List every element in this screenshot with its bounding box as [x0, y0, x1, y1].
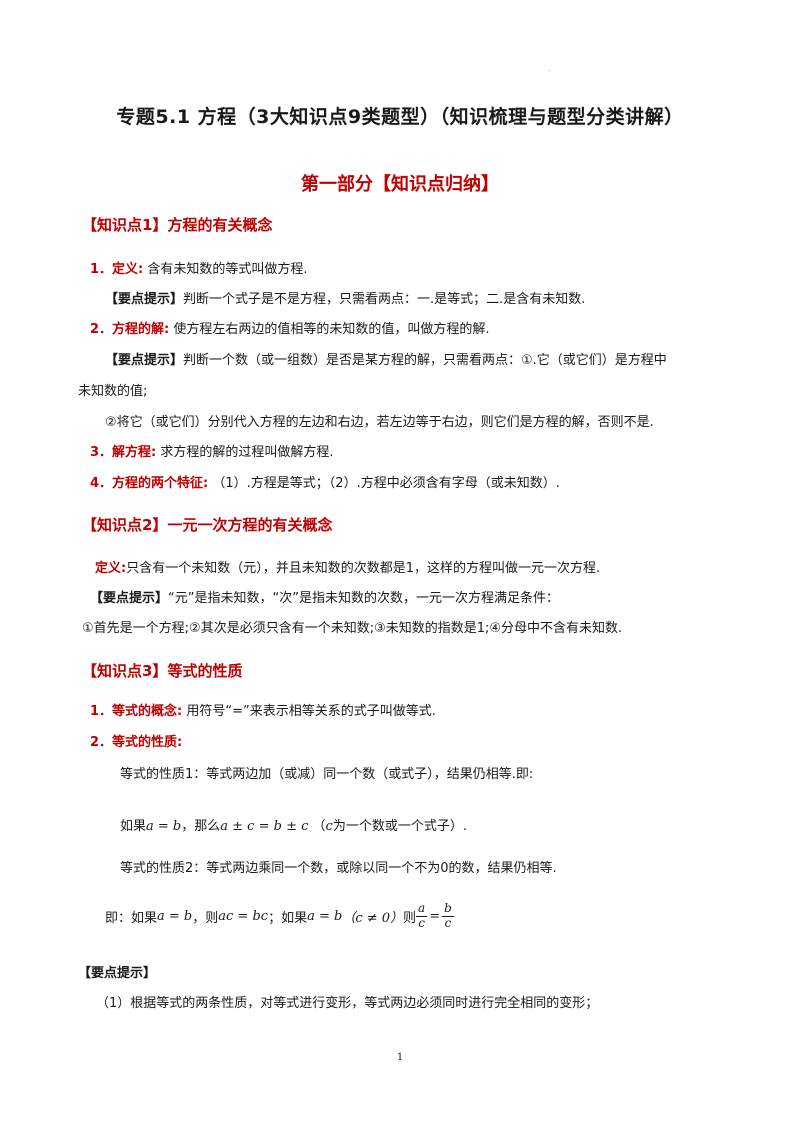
page-number: 1 [396, 1052, 404, 1063]
kp1-item4: 4．方程的两个特征: （1）.方程是等式；（2）.方程中必须含有字母（或未知数）… [90, 472, 560, 491]
kp3-prop2-ji: 即：如果 [105, 910, 158, 926]
kp3-prop1-eq2: a ± c = b ± c [220, 819, 309, 834]
kp3-prop1-note: 为一个数或一个式子）. [332, 819, 467, 834]
kp2-definition: 定义:只含有一个未知数（元），并且未知数的次数都是1，这样的方程叫做一元一次方程… [95, 557, 600, 576]
kp1-item2: 2．方程的解: 使方程左右两边的值相等的未知数的值，叫做方程的解. [90, 318, 490, 337]
kp3-prop1-if: 如果 [120, 819, 147, 834]
kp1-tip2-text: 判断一个数（或一组数）是否是某方程的解，只需看两点：①.它（或它们）是方程中 [183, 353, 667, 368]
kp1-item3-label: 3．解方程: [90, 445, 157, 460]
kp1-tip1-label: 【要点提示】 [105, 292, 184, 307]
decor-dot: . [548, 64, 551, 73]
kp1-item4-text: （1）.方程是等式；（2）.方程中必须含有字母（或未知数）. [212, 476, 560, 491]
kp3-prop1-note-open: （ [312, 819, 326, 834]
kp1-tip2-label: 【要点提示】 [105, 353, 184, 368]
kp3-prop2-eq2: ac = bc [218, 908, 269, 924]
kp3-tip-label: 【要点提示】 [78, 966, 157, 981]
kp1-tip1: 【要点提示】判断一个式子是不是方程，只需看两点：一.是等式；二.是含有未知数. [105, 288, 585, 307]
kp3-prop2-eq1: a = b [157, 908, 193, 924]
kp1-heading: 【知识点1】方程的有关概念 [82, 216, 273, 234]
kp3-prop2: 等式的性质2：等式两边乘同一个数，或除以同一个不为0的数，结果仍相等. [120, 861, 557, 876]
kp3-prop2-cond: （c ≠ 0） [342, 910, 404, 926]
kp1-item4-label: 4．方程的两个特征: [90, 476, 209, 491]
kp1-item1-label: 1．定义: [90, 262, 144, 277]
kp3-prop1-then: ，那么 [181, 819, 221, 834]
kp2-def-label: 定义: [95, 561, 127, 576]
kp3-prop2-eq3: a = b [307, 908, 343, 924]
kp3-prop1: 等式的性质1：等式两边加（或减）同一个数（或式子），结果仍相等.即: [120, 767, 534, 782]
kp3-item1: 1．等式的概念: 用符号“=”来表示相等关系的式子叫做等式. [90, 700, 436, 719]
kp3-item2-label: 2．等式的性质: [90, 735, 183, 750]
fraction-equals: = [429, 908, 441, 924]
kp1-tip2-cont: 未知数的值; [78, 384, 148, 399]
kp1-item3-text: 求方程的解的过程叫做解方程. [160, 445, 334, 460]
kp3-prop2-then2: 则 [403, 910, 417, 926]
kp2-tip-text: “元”是指未知数，“次”是指未知数的次数，一元一次方程满足条件： [168, 591, 559, 606]
kp3-prop2-semi: ；如果 [268, 910, 308, 926]
kp2-tip-label: 【要点提示】 [90, 591, 169, 606]
kp2-tip: 【要点提示】“元”是指未知数，“次”是指未知数的次数，一元一次方程满足条件： [90, 587, 559, 606]
kp2-def-text: 只含有一个未知数（元），并且未知数的次数都是1，这样的方程叫做一元一次方程. [126, 561, 601, 576]
kp3-item1-label: 1．等式的概念: [90, 704, 183, 719]
kp1-tip1-text: 判断一个式子是不是方程，只需看两点：一.是等式；二.是含有未知数. [183, 292, 586, 307]
document-title: 专题5.1 方程（3大知识点9类题型）（知识梳理与题型分类讲解） [116, 106, 684, 128]
kp1-tip2: 【要点提示】判断一个数（或一组数）是否是某方程的解，只需看两点：①.它（或它们）… [105, 349, 667, 368]
kp3-heading: 【知识点3】等式的性质 [82, 662, 243, 680]
kp3-tip-text: （1）根据等式的两条性质，对等式进行变形，等式两边必须同时进行完全相同的变形； [96, 996, 599, 1011]
kp3-item2: 2．等式的性质: [90, 731, 182, 750]
part-title: 第一部分【知识点归纳】 [301, 174, 499, 195]
kp1-item2-text: 使方程左右两边的值相等的未知数的值，叫做方程的解. [173, 322, 490, 337]
kp3-prop1-formula: 如果a = b，那么a ± c = b ± c （c为一个数或一个式子）. [120, 815, 467, 834]
kp1-tip2-line2: ②将它（或它们）分别代入方程的左边和右边，若左边等于右边，则它们是方程的解，否则… [105, 415, 654, 430]
kp2-tip-line2: ①首先是一个方程;②其次是必须只含有一个未知数;③未知数的指数是1;④分母中不含… [82, 621, 623, 636]
kp1-item2-label: 2．方程的解: [90, 322, 170, 337]
kp2-heading: 【知识点2】一元一次方程的有关概念 [82, 516, 333, 534]
kp3-item1-text: 用符号“=”来表示相等关系的式子叫做等式. [186, 704, 436, 719]
kp3-prop1-eq1: a = b [146, 819, 182, 834]
kp1-item1-text: 含有未知数的等式叫做方程. [147, 262, 308, 277]
kp3-prop1-note-var: c [325, 819, 333, 834]
kp1-item3: 3．解方程: 求方程的解的过程叫做解方程. [90, 441, 334, 460]
kp1-item1: 1．定义: 含有未知数的等式叫做方程. [90, 258, 308, 277]
kp3-prop2-then: ，则 [192, 910, 219, 926]
